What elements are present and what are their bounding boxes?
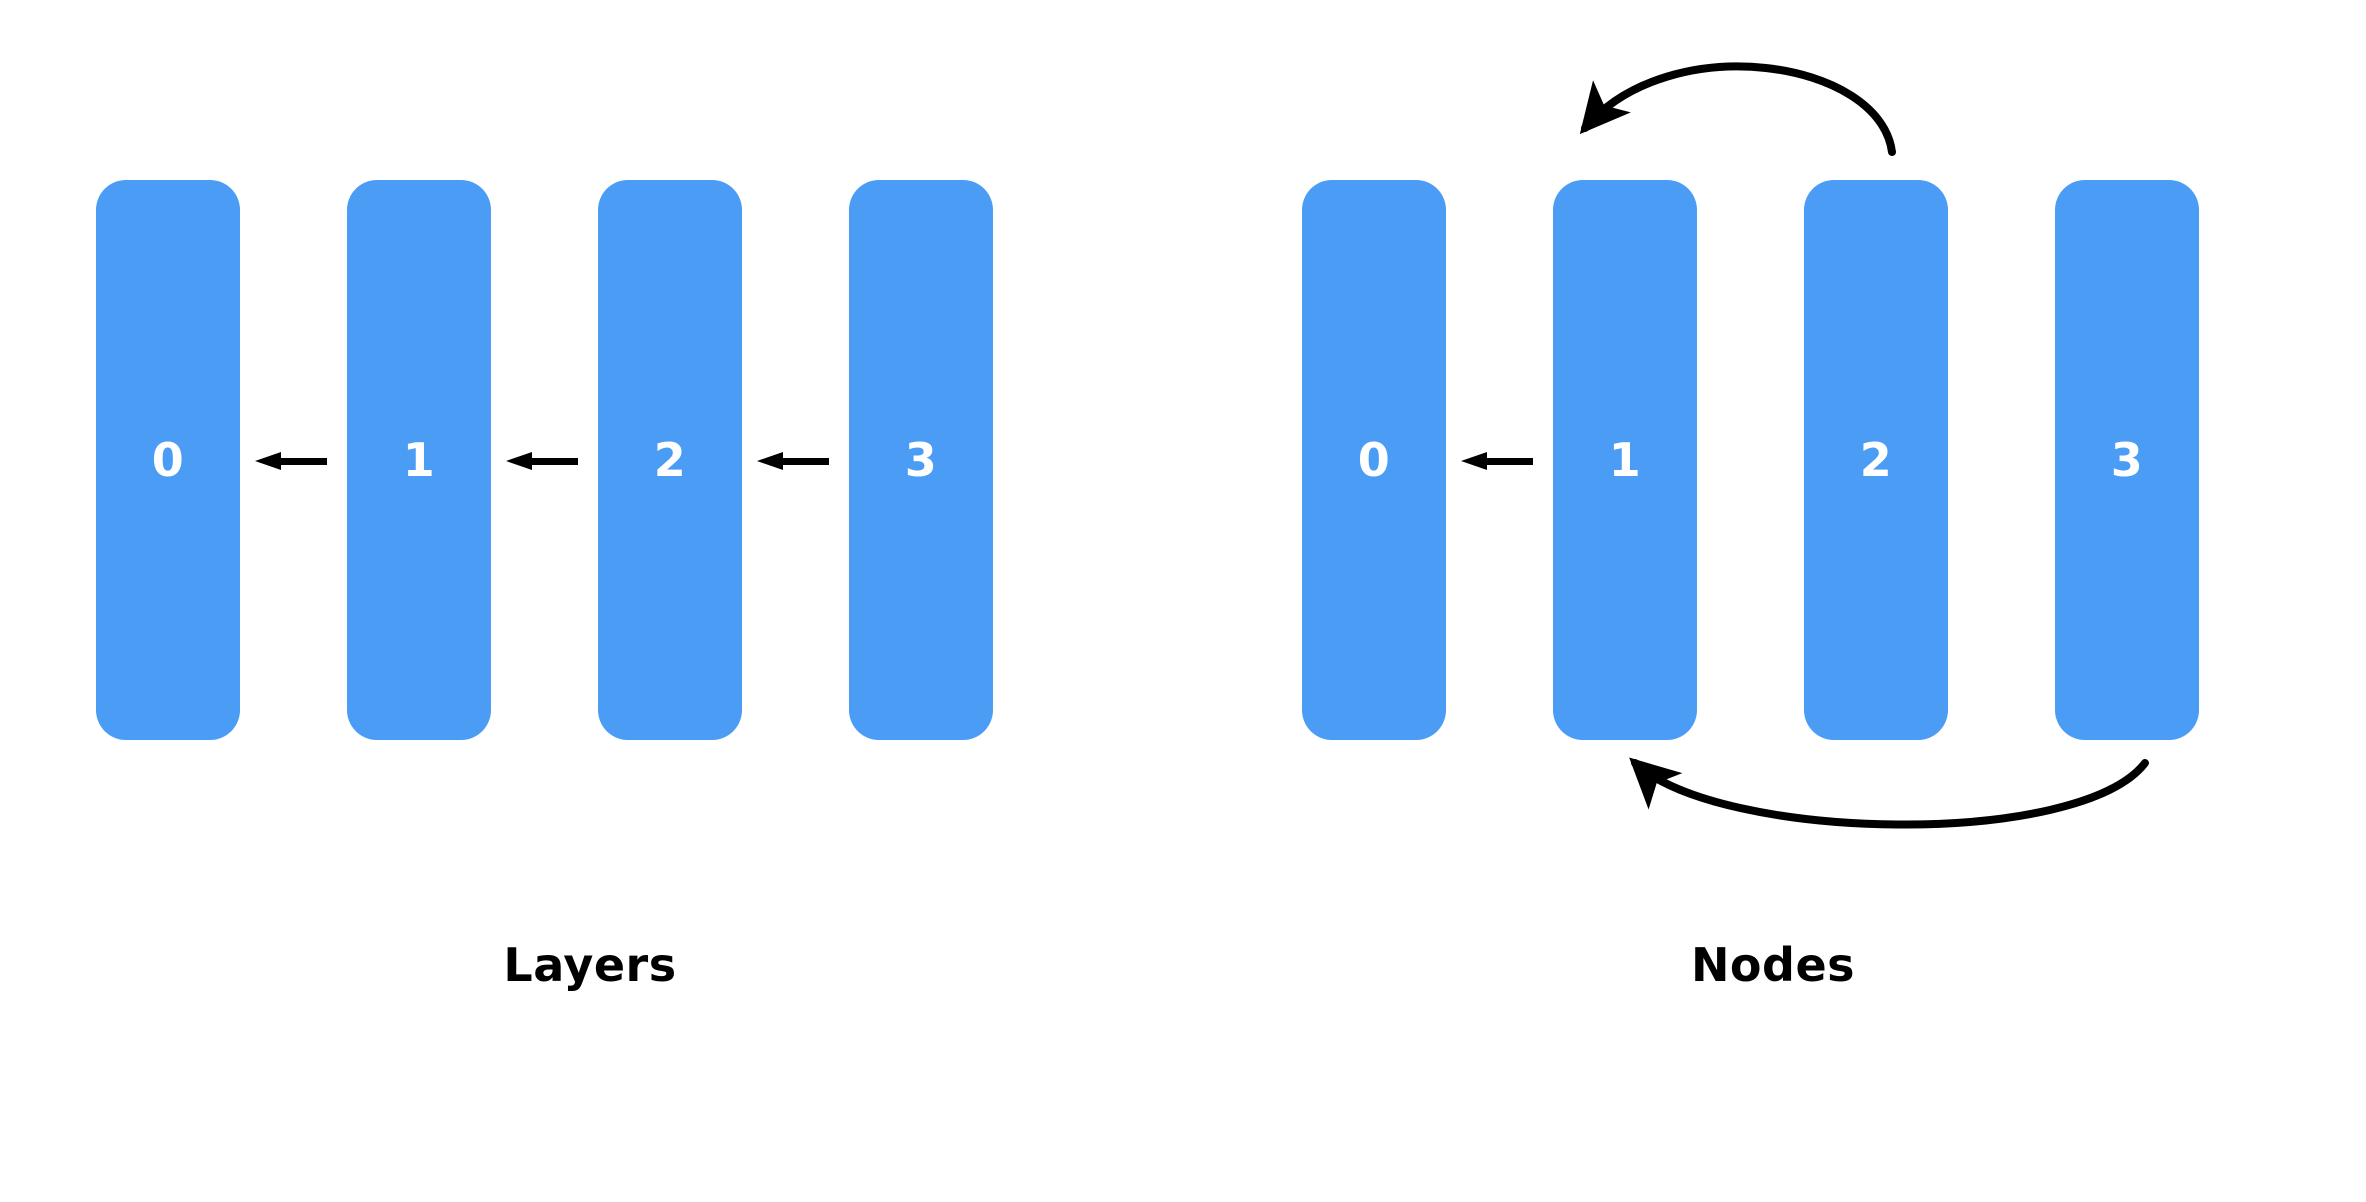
nodes-curved-arrow-3-to-1 bbox=[1629, 757, 2149, 829]
layers-bar-label-3: 3 bbox=[904, 433, 938, 487]
layers-bar-label-2: 2 bbox=[653, 433, 687, 487]
layers-arrow-2-to-1 bbox=[506, 452, 578, 470]
arrow-shaft-icon bbox=[779, 458, 829, 465]
arrow-head-icon bbox=[1461, 452, 1487, 470]
layers-bar-2[interactable]: 2 bbox=[598, 180, 742, 740]
arrow-head-icon bbox=[757, 452, 783, 470]
arrow-shaft-icon bbox=[528, 458, 578, 465]
layers-arrow-3-to-2 bbox=[757, 452, 829, 470]
nodes-curved-arrow-2-to-0 bbox=[1579, 62, 1896, 156]
layers-bar-0[interactable]: 0 bbox=[96, 180, 240, 740]
nodes-bar-0[interactable]: 0 bbox=[1302, 180, 1446, 740]
panel-title-nodes: Nodes bbox=[1690, 938, 1856, 992]
nodes-bar-label-3: 3 bbox=[2110, 433, 2144, 487]
layers-bar-label-0: 0 bbox=[151, 433, 185, 487]
panel-layers: 0 1 2 3 Layers bbox=[0, 0, 1180, 1202]
arrow-head-icon bbox=[506, 452, 532, 470]
arrow-shaft-icon bbox=[1483, 458, 1533, 465]
layers-bar-1[interactable]: 1 bbox=[347, 180, 491, 740]
nodes-arrow-1-to-0 bbox=[1461, 452, 1533, 470]
layers-bar-3[interactable]: 3 bbox=[849, 180, 993, 740]
panel-nodes: 0 1 2 3 Nodes bbox=[1180, 0, 2366, 1202]
nodes-bar-label-1: 1 bbox=[1608, 433, 1642, 487]
arrow-shaft-icon bbox=[277, 458, 327, 465]
nodes-bar-label-2: 2 bbox=[1859, 433, 1893, 487]
layers-bar-label-1: 1 bbox=[402, 433, 436, 487]
layers-arrow-1-to-0 bbox=[255, 452, 327, 470]
nodes-bar-1[interactable]: 1 bbox=[1553, 180, 1697, 740]
nodes-bar-3[interactable]: 3 bbox=[2055, 180, 2199, 740]
nodes-bar-2[interactable]: 2 bbox=[1804, 180, 1948, 740]
nodes-bar-label-0: 0 bbox=[1357, 433, 1391, 487]
panel-title-layers: Layers bbox=[503, 938, 677, 992]
arrow-head-icon bbox=[255, 452, 281, 470]
